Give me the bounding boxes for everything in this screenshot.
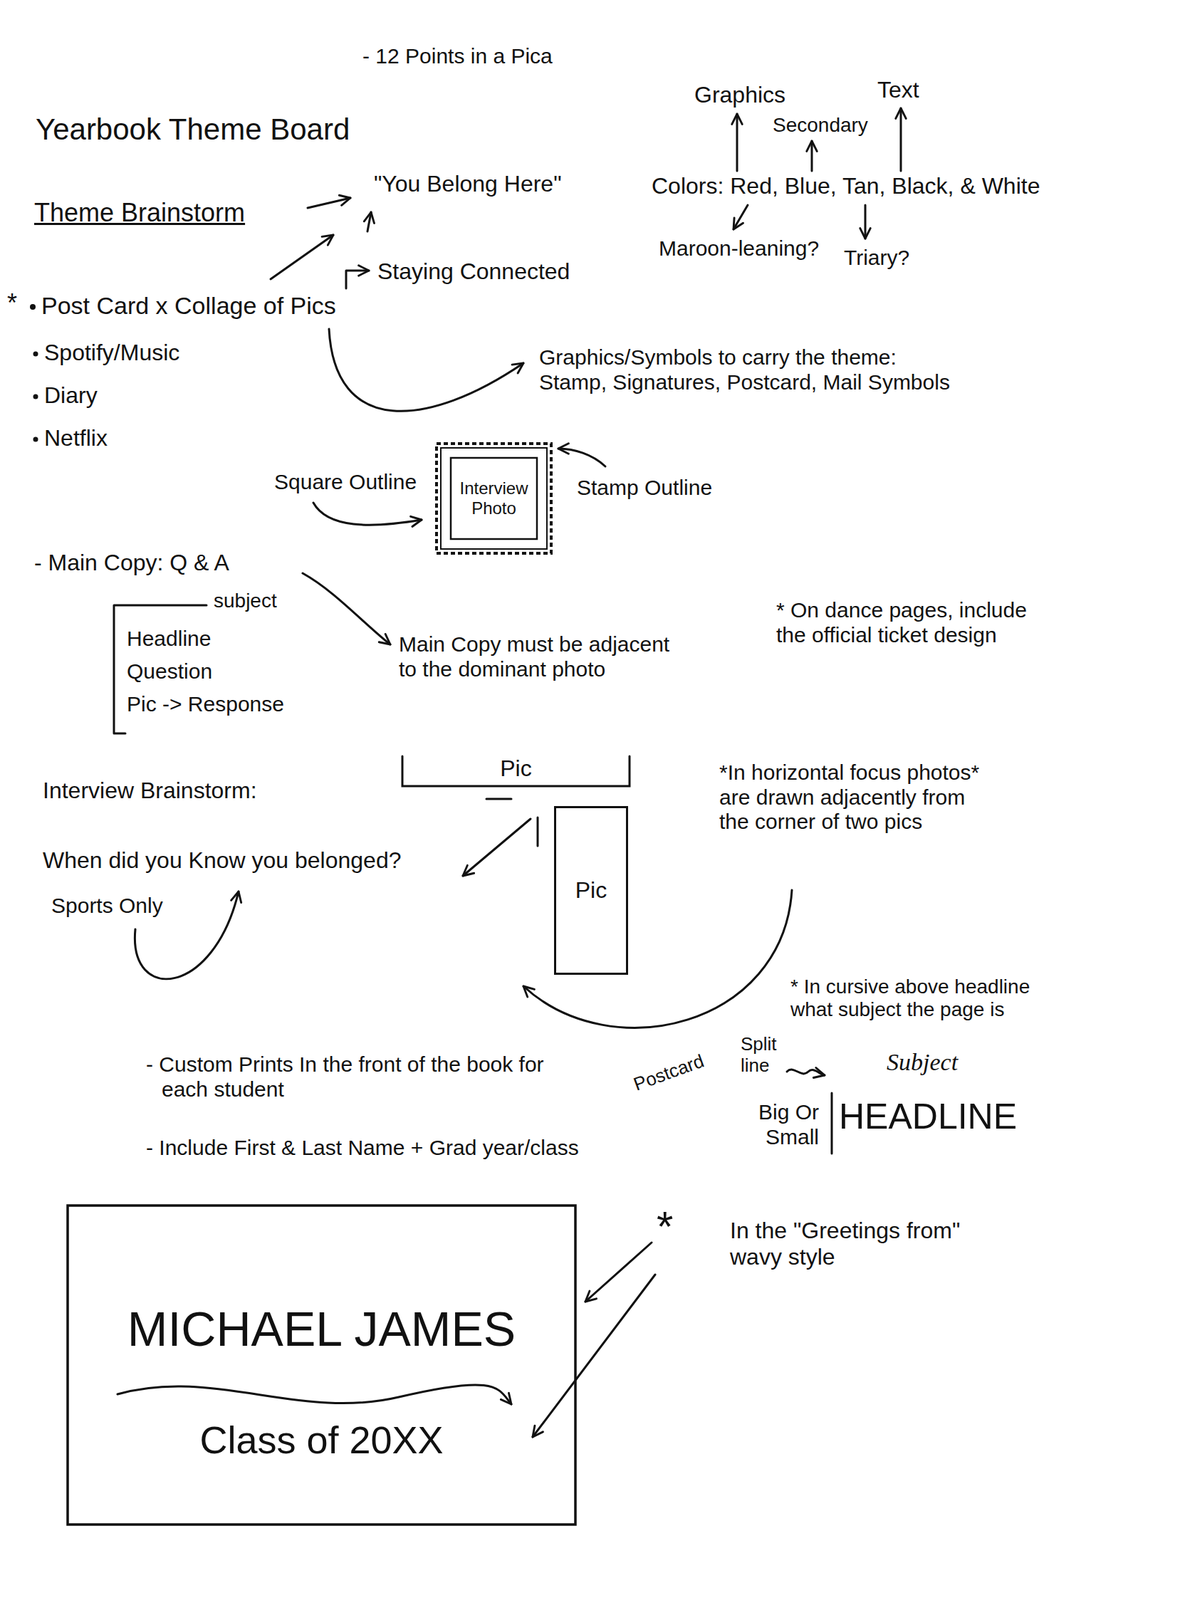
section-heading: Interview Brainstorm: [42, 777, 258, 804]
split-line [831, 1093, 834, 1154]
annotation: Square Outline [274, 470, 417, 495]
bullet-dot [33, 394, 39, 400]
node-title: Interview Photo [453, 478, 535, 518]
stamp-outline [440, 447, 547, 550]
headline-sample: HEADLINE [838, 1096, 1017, 1138]
list-item: Netflix [44, 425, 108, 452]
category-label: Text [877, 76, 920, 104]
bullet-dot [29, 304, 36, 310]
arrow [864, 205, 867, 239]
wavy-line [117, 1385, 512, 1405]
note-text: * In cursive above headline what subject… [790, 975, 1062, 1022]
annotation: Stamp Outline [576, 475, 713, 501]
interview-question: When did you Know you belonged? [42, 847, 401, 874]
list-item: - Custom Prints In the front of the book… [145, 1052, 561, 1102]
arrow [733, 205, 748, 230]
arrow [811, 141, 814, 171]
bullet-dot [33, 437, 39, 443]
note-text: *In horizontal focus photos* are drawn a… [719, 760, 994, 835]
photo-placeholder: Pic [400, 753, 631, 788]
color-note: Triary? [843, 245, 910, 271]
squiggle-arrow [786, 1069, 825, 1076]
list-item: Post Card x Collage of Pics [41, 291, 337, 320]
subject-sample: Subject [886, 1048, 958, 1077]
curved-arrow [313, 502, 422, 525]
annotation: Postcard [630, 1050, 708, 1096]
curved-arrow [523, 890, 792, 1028]
star-mark: * [656, 1202, 673, 1252]
arrow [367, 212, 372, 232]
color-list: Colors: Red, Blue, Tan, Black, & White [651, 173, 1040, 200]
node-title: Pic [575, 877, 607, 904]
curved-arrow [558, 448, 606, 467]
category-label: Secondary [772, 113, 869, 137]
node-outline [66, 1204, 577, 1527]
curved-arrow [302, 573, 391, 645]
stamp-outline [436, 443, 552, 554]
note-text: In the "Greetings from" wavy style [729, 1217, 1008, 1271]
color-note: Maroon-leaning? [658, 236, 819, 262]
star-mark: * [7, 288, 18, 318]
curved-arrow [329, 329, 524, 411]
list-item: - Main Copy: Q & A [34, 549, 230, 577]
square-outline [450, 457, 537, 540]
node-title: MICHAEL JAMES [127, 1301, 516, 1357]
corner-mark [486, 798, 512, 801]
photo-bracket [402, 756, 630, 787]
copy-part: Question [126, 659, 213, 685]
photo-placeholder: Pic [554, 806, 629, 975]
bullet-dot [33, 351, 39, 357]
note-text: Main Copy must be adjacent to the domina… [398, 632, 684, 682]
note-text: * On dance pages, include the official t… [776, 598, 1051, 648]
annotation: subject [213, 589, 278, 613]
stamp-frame: Interview Photo [433, 440, 555, 557]
copy-part: Headline [126, 626, 211, 652]
note-text: - 12 Points in a Pica [362, 44, 553, 70]
name-card: MICHAEL JAMES Class of 20XX [66, 1204, 577, 1527]
corner-mark [536, 817, 540, 847]
page-title: Yearbook Theme Board [35, 112, 350, 147]
box-outline [555, 807, 628, 975]
annotation: Split line [740, 1034, 798, 1077]
arrow [532, 1274, 656, 1438]
copy-part: Pic -> Response [126, 692, 285, 718]
arrow [307, 197, 351, 208]
arrow [346, 270, 369, 289]
theme-title: "You Belong Here" [373, 170, 562, 198]
section-heading: Theme Brainstorm [34, 197, 245, 228]
list-item: Diary [44, 382, 98, 409]
note-text: Graphics/Symbols to carry the theme: Sta… [539, 345, 963, 395]
annotation: Sports Only [51, 893, 164, 919]
annotation: Big Or Small [719, 1100, 819, 1150]
list-item: Spotify/Music [44, 339, 180, 367]
list-item: - Include First & Last Name + Grad year/… [145, 1135, 579, 1161]
theme-subtitle: Staying Connected [377, 258, 570, 285]
node-subtitle: Class of 20XX [199, 1417, 443, 1463]
node-title: Pic [499, 755, 532, 782]
card-outline [67, 1205, 576, 1525]
arrow [462, 818, 531, 876]
arrow [900, 108, 903, 171]
arrow [270, 235, 334, 280]
arrow [736, 113, 739, 171]
category-label: Graphics [694, 81, 786, 109]
